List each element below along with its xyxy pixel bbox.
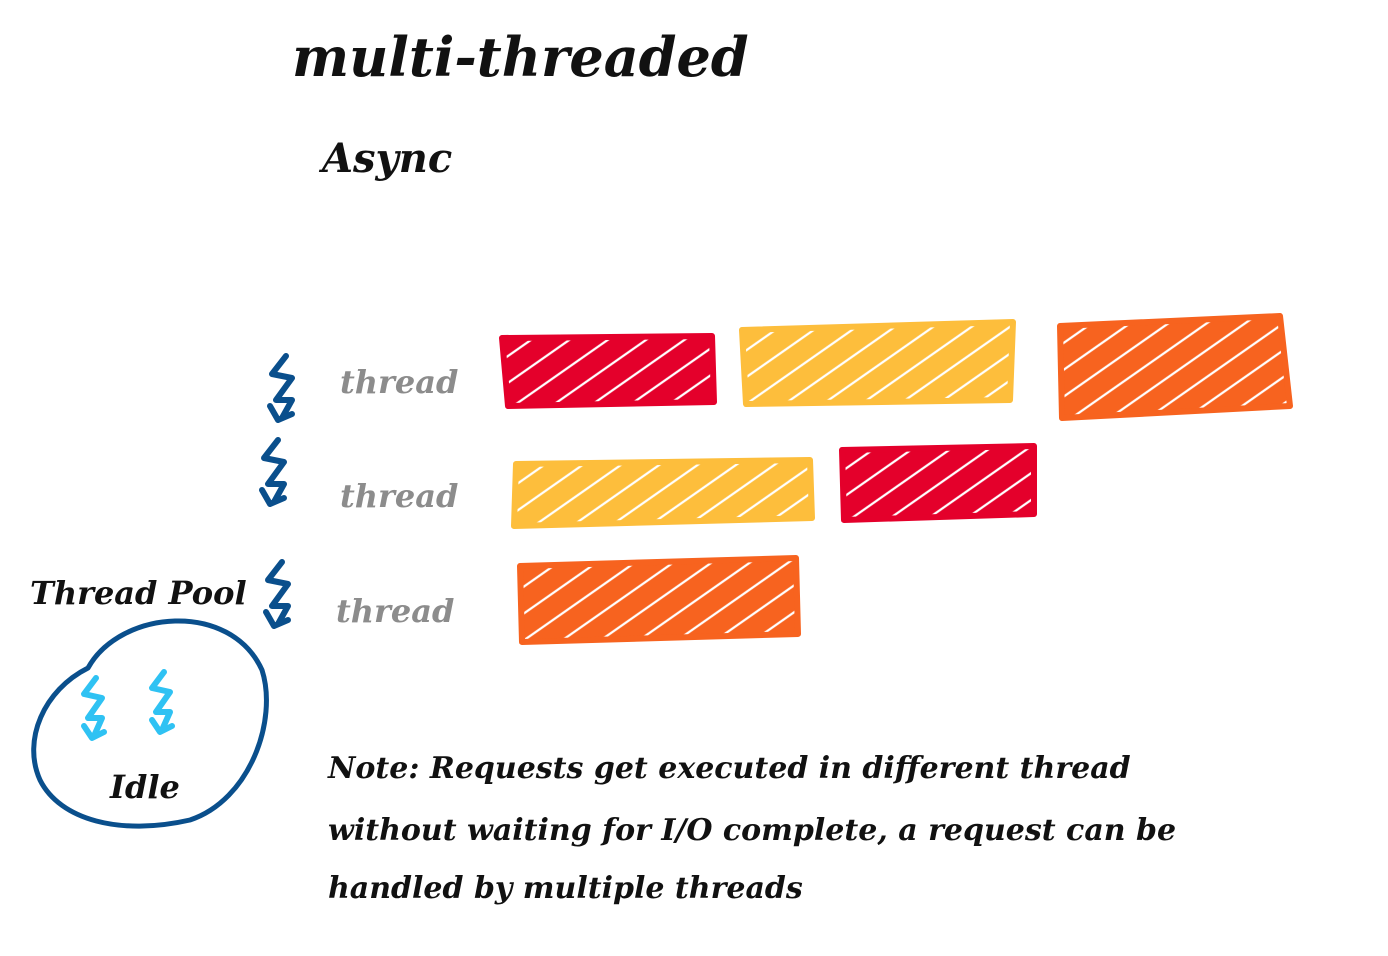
lightning-arrow-icon: [263, 559, 291, 629]
task-block-yellow: [511, 457, 815, 529]
task-block-yellow: [739, 319, 1016, 407]
task-block-orange: [517, 555, 801, 645]
thread-pool-label: Thread Pool: [30, 574, 247, 612]
lightning-arrow-icon: [149, 669, 175, 735]
diagram-title: multi-threaded: [292, 25, 749, 89]
thread-row: thread: [267, 313, 1293, 423]
note-line-3: handled by multiple threads: [328, 871, 803, 906]
lightning-arrow-icon: [259, 437, 287, 507]
diagram-subtitle: Async: [318, 135, 452, 182]
idle-label: Idle: [109, 768, 180, 806]
task-block-red: [839, 443, 1037, 523]
thread-label: thread: [336, 592, 454, 630]
task-block-orange: [1057, 313, 1293, 421]
thread-label: thread: [340, 363, 458, 401]
thread-label: thread: [340, 477, 458, 515]
lightning-arrow-icon: [267, 353, 295, 423]
thread-row: thread: [263, 555, 801, 645]
lightning-arrow-icon: [81, 675, 107, 741]
note-line-1: Note: Requests get executed in different…: [327, 751, 1131, 786]
note: Note: Requests get executed in different…: [327, 751, 1176, 906]
note-line-2: without waiting for I/O complete, a requ…: [328, 813, 1176, 848]
task-block-red: [499, 333, 717, 409]
thread-pool-outline: [31, 618, 269, 829]
thread-row: thread: [259, 437, 1037, 529]
thread-pool: Thread Pool Idle: [30, 574, 269, 829]
